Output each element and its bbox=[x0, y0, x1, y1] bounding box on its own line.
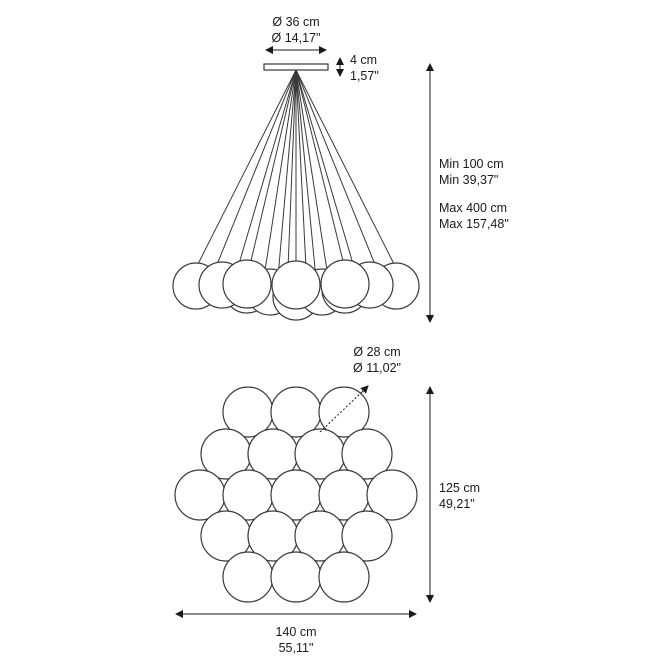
top-globes bbox=[174, 386, 418, 603]
side-view: Ø 36 cm Ø 14,17" 4 cm 1,57" Min 100 cm M… bbox=[172, 15, 509, 323]
canopy-height-in: 1,57" bbox=[350, 69, 379, 83]
side-globes bbox=[172, 259, 420, 321]
globe bbox=[270, 551, 322, 603]
globe bbox=[320, 259, 370, 309]
suspension-min-cm: Min 100 cm bbox=[439, 157, 504, 171]
globe bbox=[318, 386, 370, 438]
globe bbox=[222, 259, 272, 309]
cluster-depth-in: 49,21" bbox=[439, 497, 475, 511]
globe-diameter-cm: Ø 28 cm bbox=[353, 345, 400, 359]
globe bbox=[318, 551, 370, 603]
globe-diameter-arrow bbox=[360, 385, 369, 394]
suspension-max-cm: Max 400 cm bbox=[439, 201, 507, 215]
canopy-diameter-in: Ø 14,17" bbox=[272, 31, 321, 45]
cluster-width-in: 55,11" bbox=[279, 641, 314, 655]
cluster-depth-cm: 125 cm bbox=[439, 481, 480, 495]
canopy-diameter-cm: Ø 36 cm bbox=[272, 15, 319, 29]
globe-diameter-leader bbox=[319, 391, 363, 433]
suspension-max-in: Max 157,48" bbox=[439, 217, 509, 231]
canopy bbox=[263, 63, 329, 71]
canopy-height-cm: 4 cm bbox=[350, 53, 377, 67]
globe bbox=[341, 428, 393, 480]
cluster-width-cm: 140 cm bbox=[276, 625, 317, 639]
suspension-min-in: Min 39,37" bbox=[439, 173, 498, 187]
globe bbox=[222, 551, 274, 603]
globe-diameter-in: Ø 11,02" bbox=[353, 361, 401, 375]
top-view: Ø 28 cm Ø 11,02" 125 cm 49,21" 140 cm 55… bbox=[174, 345, 480, 655]
globe bbox=[271, 260, 321, 310]
cables bbox=[195, 69, 397, 301]
globe bbox=[341, 510, 393, 562]
globe bbox=[366, 469, 418, 521]
